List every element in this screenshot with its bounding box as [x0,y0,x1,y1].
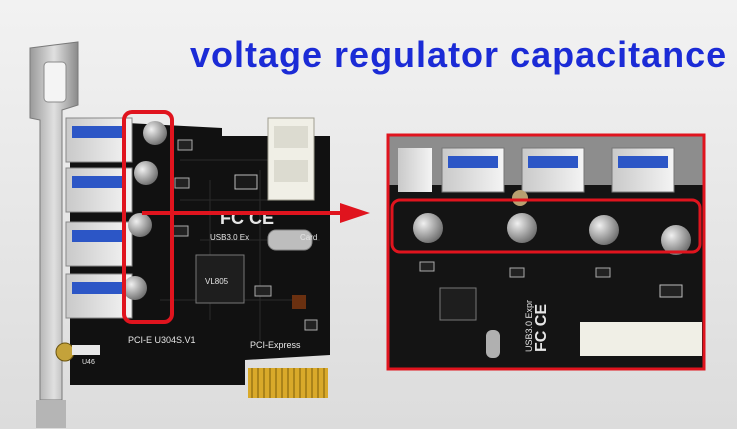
capacitor [134,161,158,185]
zoom-fc-ce-marks: FC CE [533,304,550,352]
board-model-label: PCI-E U304S.V1 [128,335,196,345]
capacitor-zoomed [661,225,691,255]
usb-port [65,221,133,267]
zoom-inset-frame [386,133,706,371]
zoom-inset: USB3.0 Expr FC CE [386,133,706,371]
controller-chip [195,254,245,304]
capacitor [123,276,147,300]
capacitor-zoomed [507,213,537,243]
usb-port [65,273,133,319]
highlight-frame-zoomed-capacitors [390,198,702,254]
usb-ports [65,117,133,319]
capacitor-row [123,121,167,300]
caption-text: voltage regulator capacitance [190,34,728,75]
zoom-card-label: USB3.0 Expr [524,300,534,352]
capacitor-zoomed [413,213,443,243]
board-card-label: USB3.0 Ex [210,233,249,242]
pcie-connector [248,368,328,398]
highlight-frame-capacitors [122,110,174,324]
board-bus-label: PCI-Express [250,340,301,350]
usb-port [65,117,133,163]
pointer-arrow [142,203,370,223]
capacitor [143,121,167,145]
svg-text:VL805: VL805 [205,277,229,286]
capacitor-zoomed [589,215,619,245]
capacitor [128,213,152,237]
usb-port [65,167,133,213]
board-chip-label: U46 [82,359,95,366]
metal-bracket [29,41,79,428]
pcb-board: VL805 FC CE USB3.0 Ex Card PCI-E U304S.V… [55,117,330,398]
board-card-suffix: Card [300,233,317,242]
screw [55,342,75,362]
